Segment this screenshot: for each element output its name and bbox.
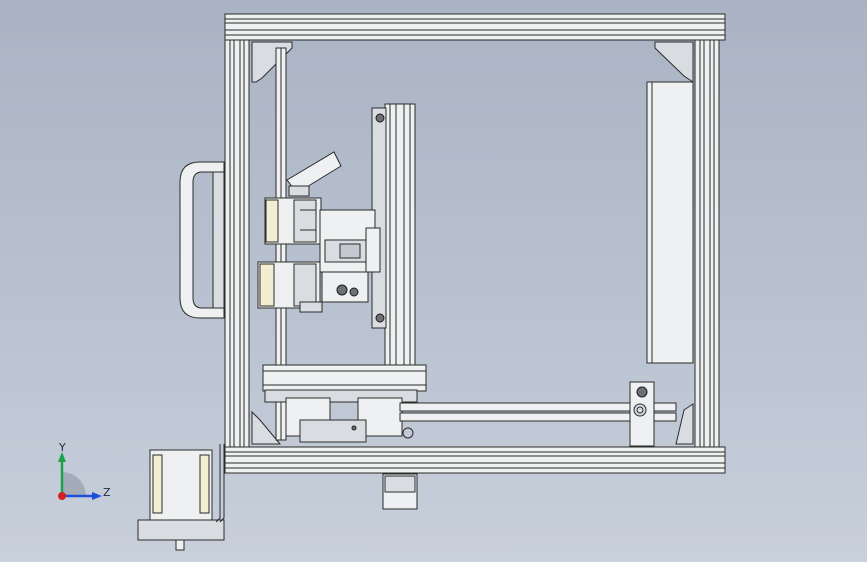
horizontal-rods [399, 402, 677, 422]
x-carriage [262, 364, 427, 443]
z-axis-extrusion [371, 103, 416, 367]
left-extrusion [224, 39, 250, 448]
carry-handle [179, 161, 225, 319]
x-axis-dot [58, 492, 66, 500]
z-axis-arrow [92, 492, 102, 500]
print-head [257, 151, 381, 313]
corner-brackets [251, 41, 694, 445]
top-extrusion [224, 13, 726, 41]
side-panel [646, 81, 694, 364]
right-extrusion [694, 39, 720, 448]
y-axis-arrow [58, 452, 66, 462]
stepper-motor [137, 444, 225, 551]
bottom-motor [382, 473, 418, 510]
axis-triad [58, 452, 102, 500]
rod-end-block [629, 381, 655, 447]
bottom-extrusion [224, 446, 726, 474]
y-axis-label: Y [59, 441, 66, 454]
z-axis-label: Z [103, 486, 111, 499]
